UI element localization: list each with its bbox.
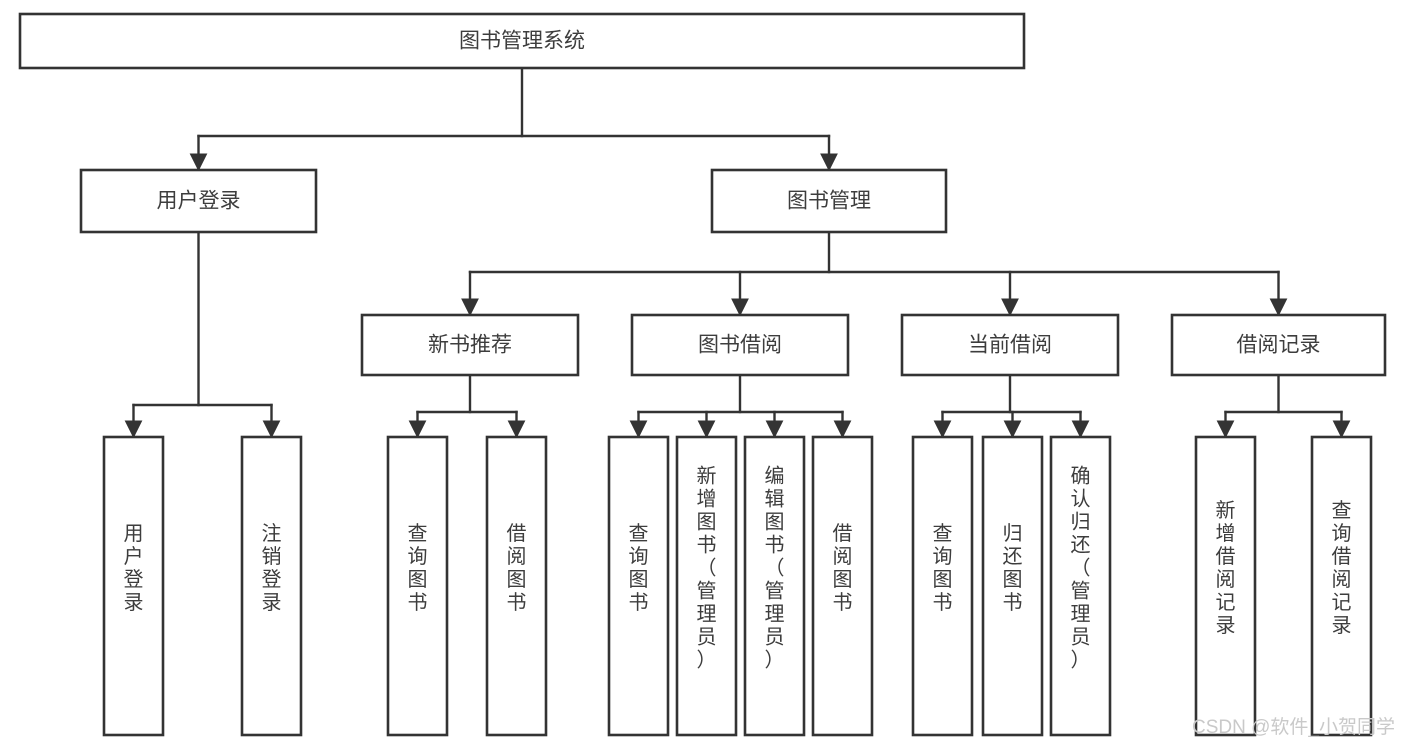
leaf-label: 借阅图书	[507, 522, 527, 614]
level2-box[interactable]	[79, 168, 318, 234]
level3-box[interactable]	[360, 313, 580, 377]
node-boxes: 图书管理系统用户登录图书管理用户登录注销登录新书推荐图书借阅当前借阅借阅记录查询…	[18, 12, 1387, 737]
root-box[interactable]	[18, 12, 1026, 70]
level2-node[interactable]: 用户登录	[79, 168, 318, 234]
level2-node[interactable]: 图书管理	[710, 168, 948, 234]
leaf-box[interactable]	[911, 435, 974, 737]
leaf-label: 用户登录	[124, 523, 144, 614]
leaf-label: 查询借阅记录	[1332, 499, 1352, 637]
leaf-node[interactable]: 查询图书	[607, 435, 670, 737]
csdn-watermark: CSDN @软件_小贺同学	[1192, 716, 1395, 738]
leaf-label: 查询图书	[933, 522, 953, 614]
level3-node[interactable]: 借阅记录	[1170, 313, 1387, 377]
leaf-node[interactable]: 注销登录	[240, 435, 303, 737]
leaf-box[interactable]	[811, 435, 874, 737]
leaf-box[interactable]	[607, 435, 670, 737]
leaf-node[interactable]: 新增图书（管理员）	[675, 435, 738, 737]
leaf-label: 查询图书	[629, 522, 649, 614]
level3-label: 图书借阅	[698, 334, 782, 357]
leaf-box[interactable]	[485, 435, 548, 737]
leaf-box[interactable]	[1194, 435, 1257, 737]
leaf-node[interactable]: 查询借阅记录	[1310, 435, 1373, 737]
leaf-node[interactable]: 确认归还（管理员）	[1049, 435, 1112, 737]
leaf-node[interactable]: 归还图书	[981, 435, 1044, 737]
leaf-box[interactable]	[675, 435, 738, 737]
leaf-box[interactable]	[743, 435, 806, 737]
leaf-node[interactable]: 用户登录	[102, 435, 165, 737]
leaf-node[interactable]: 借阅图书	[811, 435, 874, 737]
level3-label: 借阅记录	[1237, 334, 1321, 357]
level2-box[interactable]	[710, 168, 948, 234]
leaf-box[interactable]	[1049, 435, 1112, 737]
level3-label: 当前借阅	[968, 334, 1052, 357]
level3-box[interactable]	[630, 313, 850, 377]
leaf-label: 新增借阅记录	[1216, 499, 1236, 637]
level3-label: 新书推荐	[428, 334, 512, 357]
level3-box[interactable]	[1170, 313, 1387, 377]
leaf-node[interactable]: 新增借阅记录	[1194, 435, 1257, 737]
leaf-label: 借阅图书	[833, 522, 853, 614]
leaf-box[interactable]	[240, 435, 303, 737]
leaf-label: 注销登录	[262, 522, 282, 614]
leaf-node[interactable]: 查询图书	[911, 435, 974, 737]
leaf-label: 新增图书（管理员）	[697, 465, 717, 672]
level3-node[interactable]: 新书推荐	[360, 313, 580, 377]
leaf-node[interactable]: 查询图书	[386, 435, 449, 737]
connector-lines	[124, 66, 1351, 439]
level2-label: 用户登录	[157, 190, 241, 213]
level3-box[interactable]	[900, 313, 1120, 377]
leaf-box[interactable]	[102, 435, 165, 737]
leaf-label: 查询图书	[408, 522, 428, 614]
leaf-node[interactable]: 编辑图书（管理员）	[743, 435, 806, 737]
root-node[interactable]: 图书管理系统	[18, 12, 1026, 70]
leaf-box[interactable]	[981, 435, 1044, 737]
leaf-box[interactable]	[1310, 435, 1373, 737]
level3-node[interactable]: 当前借阅	[900, 313, 1120, 377]
root-label: 图书管理系统	[459, 30, 585, 53]
level2-label: 图书管理	[787, 190, 871, 213]
leaf-label: 归还图书	[1003, 522, 1023, 614]
leaf-node[interactable]: 借阅图书	[485, 435, 548, 737]
leaf-box[interactable]	[386, 435, 449, 737]
leaf-label: 编辑图书（管理员）	[765, 465, 785, 672]
level3-node[interactable]: 图书借阅	[630, 313, 850, 377]
leaf-label: 确认归还（管理员）	[1071, 465, 1091, 672]
